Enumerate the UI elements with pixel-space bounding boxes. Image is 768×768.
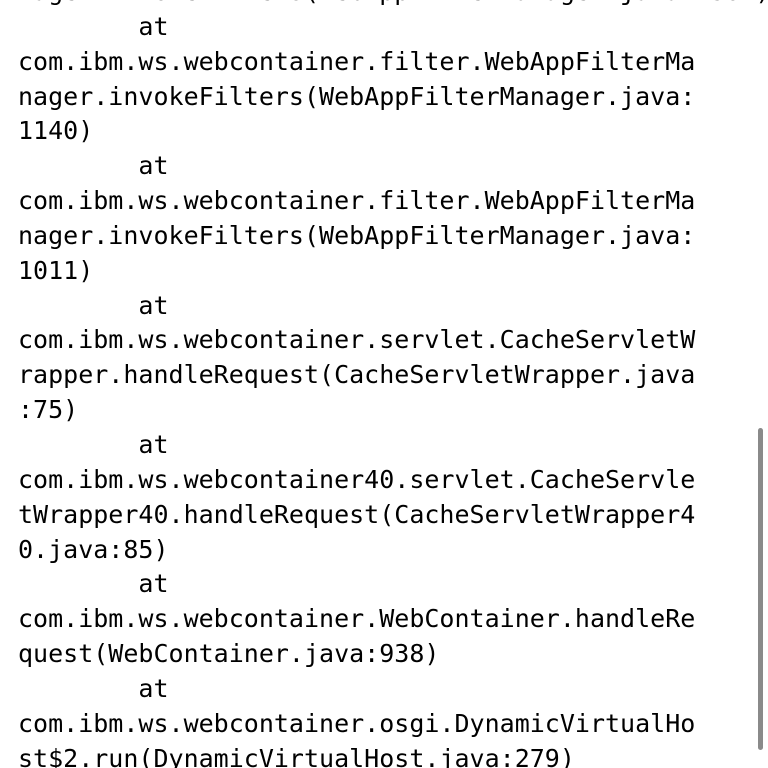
stack-trace-line: at	[18, 673, 169, 703]
stack-trace-line: quest(WebContainer.java:938)	[18, 639, 440, 669]
stack-trace-line: com.ibm.ws.webcontainer.osgi.DynamicVirt…	[18, 708, 696, 738]
stack-trace-line: com.ibm.ws.webcontainer40.servlet.CacheS…	[18, 464, 696, 494]
stack-trace-line: at	[18, 429, 169, 459]
stack-trace-line: com.ibm.ws.webcontainer.filter.WebAppFil…	[18, 186, 696, 216]
stack-trace-line: nager.invokeFilters(WebAppFilterManager.…	[18, 0, 768, 10]
stack-trace-line: nager.invokeFilters(WebAppFilterManager.…	[18, 220, 696, 250]
vertical-scrollbar-thumb[interactable]	[758, 428, 763, 750]
stack-trace-text: nager.invokeFilters(WebAppFilterManager.…	[18, 0, 768, 768]
stack-trace-line: st$2.run(DynamicVirtualHost.java:279)	[18, 743, 575, 768]
stack-trace-line: at	[18, 290, 169, 320]
stack-trace-line: at	[18, 569, 169, 599]
stack-trace-line: com.ibm.ws.webcontainer.filter.WebAppFil…	[18, 46, 696, 76]
stack-trace-line: com.ibm.ws.webcontainer.servlet.CacheSer…	[18, 325, 696, 355]
stack-trace-line: :75)	[18, 395, 79, 425]
stack-trace-line: nager.invokeFilters(WebAppFilterManager.…	[18, 81, 696, 111]
stack-trace-line: 1011)	[18, 255, 94, 285]
stack-trace-line: 0.java:85)	[18, 534, 169, 564]
stack-trace-line: 1140)	[18, 116, 94, 146]
stack-trace-line: at	[18, 151, 169, 181]
stack-trace-line: tWrapper40.handleRequest(CacheServletWra…	[18, 499, 696, 529]
stack-trace-line: at	[18, 11, 169, 41]
stack-trace-line: com.ibm.ws.webcontainer.WebContainer.han…	[18, 604, 696, 634]
stack-trace-line: rapper.handleRequest(CacheServletWrapper…	[18, 360, 696, 390]
